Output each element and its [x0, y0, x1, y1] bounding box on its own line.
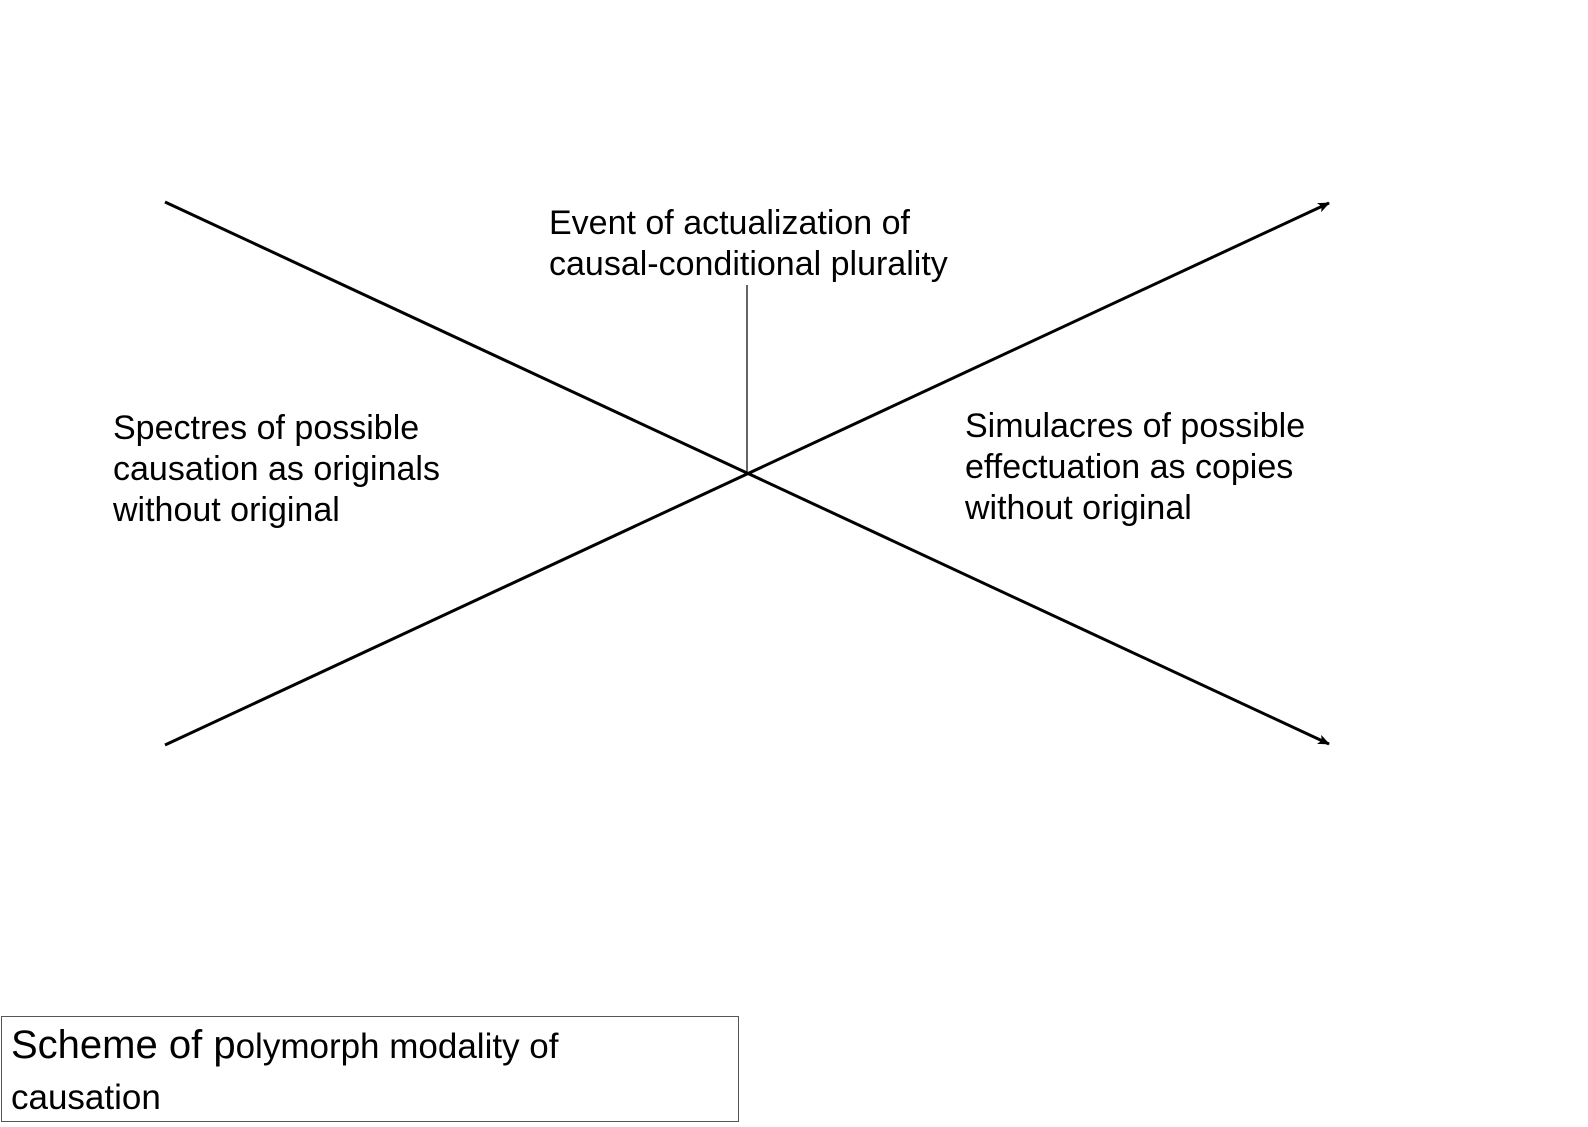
caption-part-3: causation [11, 1078, 161, 1117]
caption-part-1: Scheme of p [11, 1023, 236, 1067]
spectres-label-line-3: without original [113, 491, 340, 529]
event-label: Event of actualization of causal-conditi… [549, 203, 948, 285]
simulacres-label-line-1: Simulacres of possible [965, 407, 1306, 445]
simulacres-label: Simulacres of possible effectuation as c… [965, 406, 1305, 529]
spectres-label: Spectres of possible causation as origin… [113, 408, 440, 531]
spectres-label-line-1: Spectres of possible [113, 409, 420, 447]
ascending-arrow-line [164, 201, 1330, 747]
simulacres-label-line-2: effectuation as copies [965, 448, 1294, 486]
simulacres-label-line-3: without original [965, 489, 1192, 527]
event-label-line-2: causal-conditional plurality [549, 245, 948, 283]
caption-line-2: causation [11, 1076, 559, 1127]
caption-box: Scheme of polymorph modality of causatio… [1, 1016, 739, 1122]
caption-part-2: olymorph modality of [235, 1027, 559, 1066]
caption-text: Scheme of polymorph modality of causatio… [11, 1023, 559, 1127]
spectres-label-line-2: causation as originals [113, 450, 440, 488]
caption-line-1: Scheme of polymorph modality of [11, 1023, 559, 1076]
event-label-line-1: Event of actualization of [549, 204, 911, 242]
